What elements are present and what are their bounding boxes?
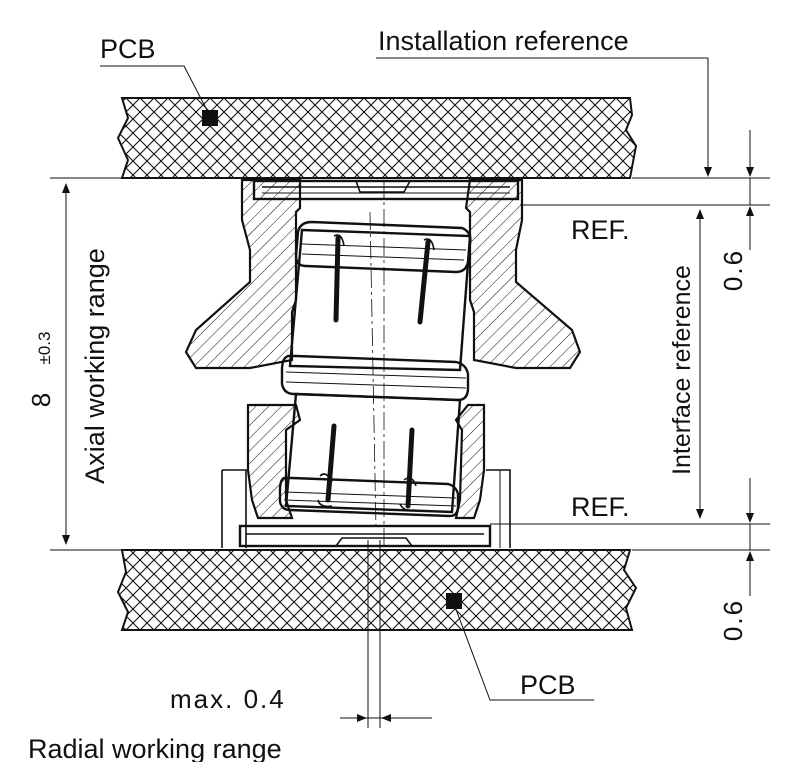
- installation-reference-label: Installation reference: [378, 26, 629, 56]
- max-radial-label: max. 0.4: [170, 684, 286, 714]
- top-receptacle: [184, 178, 582, 370]
- pcb-bottom-leader: [453, 603, 594, 701]
- interface-reference-label: Interface reference: [668, 265, 696, 475]
- dimension-bottom-right: 0.6: [718, 599, 748, 641]
- reference-lines: [50, 177, 770, 551]
- pcb-top-label: PCB: [100, 34, 156, 64]
- center-lines: [367, 180, 385, 728]
- radial-working-range-label: Radial working range: [28, 734, 282, 762]
- dimension-top-right: 0.6: [718, 249, 748, 291]
- pcb-top-leader: [100, 65, 211, 117]
- bottom-receptacle: [221, 403, 511, 548]
- pcb-top-board: [116, 97, 638, 179]
- pcb-bottom-label: PCB: [520, 670, 576, 700]
- axial-dimension-value: 8: [26, 393, 56, 407]
- ref-bottom-label: REF.: [571, 492, 630, 522]
- axial-working-range-label: Axial working range: [80, 248, 110, 484]
- ref-top-label: REF.: [571, 215, 630, 245]
- pcb-bottom-board: [116, 549, 638, 631]
- floating-contact: [278, 220, 472, 518]
- axial-dimension-tolerance: ±0.3: [35, 332, 54, 365]
